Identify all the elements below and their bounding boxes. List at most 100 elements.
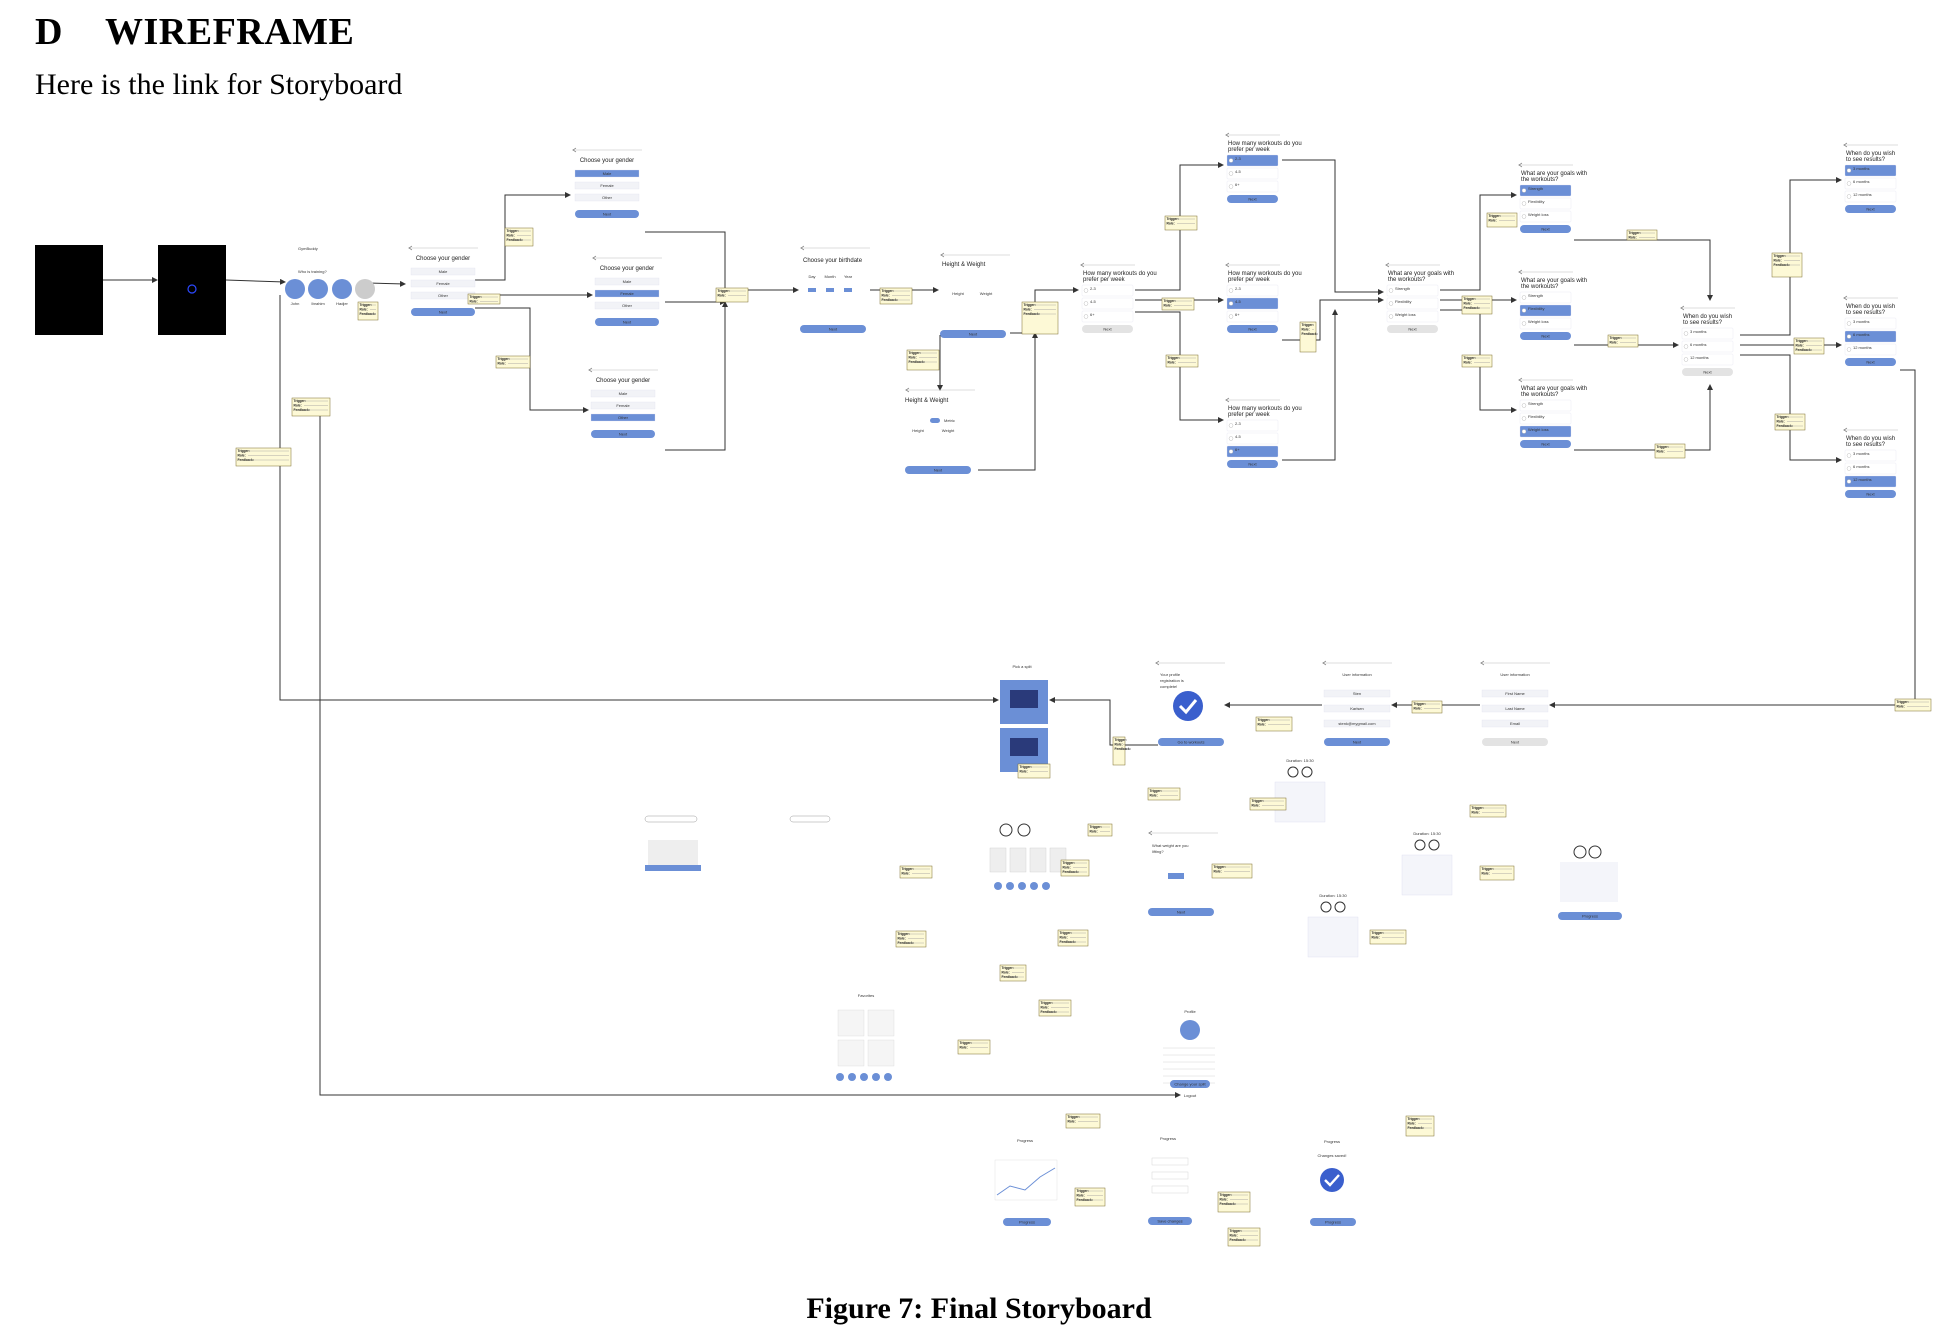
note-label: Trigger: — [1168, 356, 1180, 360]
storyboard-link-text[interactable]: Here is the link for Storyboard — [35, 68, 403, 101]
connector — [978, 332, 1038, 471]
screen-title: Height & Weight — [942, 262, 986, 268]
option-row — [1481, 704, 1549, 713]
next-button-label: Next — [1866, 360, 1875, 365]
next-button — [1845, 358, 1896, 366]
note-label: Role: — [1060, 936, 1068, 940]
edit-field — [1151, 1171, 1189, 1180]
avatar — [1180, 1020, 1200, 1040]
timer-screen: Duration: 15:30 — [1274, 758, 1326, 823]
note-label: Trigger: — [1464, 297, 1476, 301]
add-profile-avatar — [355, 279, 375, 299]
eye-icon — [1334, 901, 1346, 913]
note-label: Role: — [1414, 707, 1422, 711]
back-arrow-icon — [1080, 262, 1085, 268]
option-card — [1844, 462, 1897, 475]
note-box — [1486, 212, 1518, 228]
date-field-label: Year — [844, 274, 853, 279]
option-label: 4-5 — [1235, 434, 1242, 439]
note-box — [1227, 1227, 1261, 1247]
next-button-label: Progress — [1325, 1220, 1341, 1225]
note-label: Role: — [718, 294, 726, 298]
back-arrow-icon — [1518, 377, 1523, 383]
option-label: Weight loss — [1528, 427, 1549, 432]
connector — [1282, 159, 1384, 295]
back-arrow-icon — [800, 245, 805, 251]
note-box — [1211, 863, 1253, 879]
next-button — [1520, 440, 1571, 448]
back-arrow-icon — [1518, 269, 1523, 275]
next-button-label: Next — [1511, 740, 1520, 745]
note-box — [1654, 443, 1686, 459]
note-label: Feedback: — [1024, 312, 1040, 316]
option-label: 2-3 — [1090, 286, 1097, 291]
hw-label: Height — [952, 291, 964, 296]
note-label: Trigger: — [1060, 931, 1072, 935]
note-label: Trigger: — [1472, 806, 1484, 810]
note-label: Trigger: — [902, 867, 914, 871]
next-button-label: Next — [1541, 442, 1550, 447]
option-label: 4-5 — [1235, 169, 1242, 174]
note-label: Feedback: — [1002, 975, 1018, 979]
timer-screen: Duration: 15:30 — [1307, 893, 1359, 958]
check-icon — [1178, 699, 1198, 715]
next-button-label: Next — [603, 212, 612, 217]
next-button — [800, 325, 866, 333]
search-screen — [644, 815, 831, 871]
eye-icon — [1301, 766, 1313, 778]
option-label: Male — [439, 269, 448, 274]
option-label: 3 months — [1853, 451, 1869, 456]
option-label: Flexibility — [1528, 306, 1544, 311]
screen-title: How many workouts do you — [1228, 271, 1302, 277]
annotation-note: Trigger:Role:Feedback: — [1217, 1191, 1251, 1213]
option-card — [1519, 197, 1572, 210]
option-card — [1844, 475, 1897, 488]
note-label: Trigger: — [294, 399, 306, 403]
option-label: 3 months — [1690, 329, 1706, 334]
eye-icon — [1428, 839, 1440, 851]
search-input-empty — [789, 815, 831, 823]
screen-title: the workouts? — [1521, 392, 1559, 398]
option-row — [594, 277, 660, 286]
option-row — [594, 301, 660, 310]
next-button-label: Next — [439, 310, 448, 315]
radio-icon — [1846, 479, 1852, 484]
option-label: First Name — [1505, 691, 1525, 696]
connector — [1049, 697, 1158, 746]
note-label: Trigger: — [1068, 1115, 1080, 1119]
nav-icon — [994, 882, 1002, 890]
note-label: Feedback: — [1408, 1126, 1424, 1130]
radio-icon — [1521, 403, 1527, 408]
option-card — [1519, 317, 1572, 330]
radio-icon — [1683, 331, 1689, 336]
screen-title: Progress — [1324, 1139, 1340, 1144]
nav-icon — [1006, 882, 1014, 890]
connector — [319, 410, 1181, 1098]
next-button — [1482, 738, 1548, 746]
radio-icon — [1228, 301, 1234, 306]
note-label: Trigger: — [360, 303, 372, 307]
annotation-note: Trigger:Role:Feedback: — [879, 287, 913, 305]
connector-lines — [103, 159, 1916, 1098]
note-label: Trigger: — [1897, 700, 1909, 704]
note-label: Trigger: — [1041, 1001, 1053, 1005]
edit-field — [1151, 1185, 1189, 1194]
option-row — [1323, 704, 1391, 713]
notes-layer: Trigger:Role:Feedback:Trigger:Role:Trigg… — [235, 212, 1932, 1247]
note-label: Trigger: — [1258, 718, 1270, 722]
annotation-note: Trigger:Role: — [1411, 700, 1443, 714]
next-button — [1682, 368, 1733, 376]
next-button-label: Next — [1408, 327, 1417, 332]
note-label: Trigger: — [1230, 1229, 1242, 1233]
note-label: Role: — [1408, 1122, 1416, 1126]
option-card — [1844, 330, 1897, 343]
favorites-screen: Favorites — [836, 993, 895, 1081]
next-button-label: Next — [934, 468, 943, 473]
option-row — [1481, 719, 1549, 728]
option-label: 6+ — [1235, 182, 1240, 187]
